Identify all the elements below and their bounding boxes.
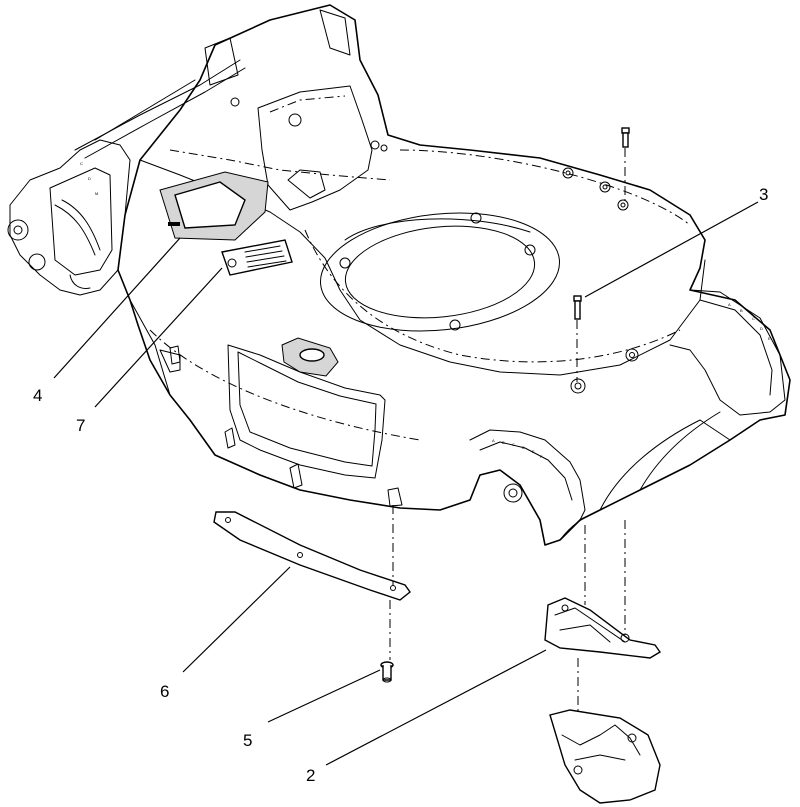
svg-text:B: B xyxy=(502,440,505,445)
decal-warning-large xyxy=(159,171,269,241)
callout-7: 7 xyxy=(76,416,85,435)
screw-middle xyxy=(573,295,582,320)
svg-text:E: E xyxy=(768,336,771,341)
svg-text:C: C xyxy=(80,161,83,166)
leader-line-6 xyxy=(182,566,291,673)
svg-text:M: M xyxy=(95,191,98,196)
leader-line-7 xyxy=(94,267,223,408)
callout-2: 2 xyxy=(306,766,315,785)
mulch-plug-lower xyxy=(549,709,661,804)
callout-4: 4 xyxy=(33,386,42,405)
baffle-strip xyxy=(213,511,411,601)
svg-text:D: D xyxy=(760,326,763,331)
svg-text:D: D xyxy=(88,176,91,181)
callout-5: 5 xyxy=(243,731,252,750)
leader-line-5 xyxy=(267,669,381,723)
svg-text:A: A xyxy=(728,302,731,307)
svg-text:C: C xyxy=(512,442,515,447)
callout-3: 3 xyxy=(759,185,768,204)
screw-top xyxy=(621,127,630,148)
callout-6: 6 xyxy=(160,682,169,701)
decal-instruction-small xyxy=(221,239,293,276)
leader-line-2 xyxy=(325,649,547,766)
leader-lines xyxy=(53,201,759,766)
leader-line-3 xyxy=(584,201,759,298)
svg-text:E: E xyxy=(532,449,535,454)
leader-line-4 xyxy=(53,237,181,379)
rivet xyxy=(380,661,394,683)
svg-text:C: C xyxy=(752,316,755,321)
svg-text:A: A xyxy=(492,438,495,443)
mower-deck-housing: C D M A B C D E F A xyxy=(7,4,791,546)
svg-text:B: B xyxy=(740,308,743,313)
svg-text:D: D xyxy=(522,445,525,450)
svg-text:F: F xyxy=(540,454,543,459)
mulch-plug-upper xyxy=(544,597,662,659)
